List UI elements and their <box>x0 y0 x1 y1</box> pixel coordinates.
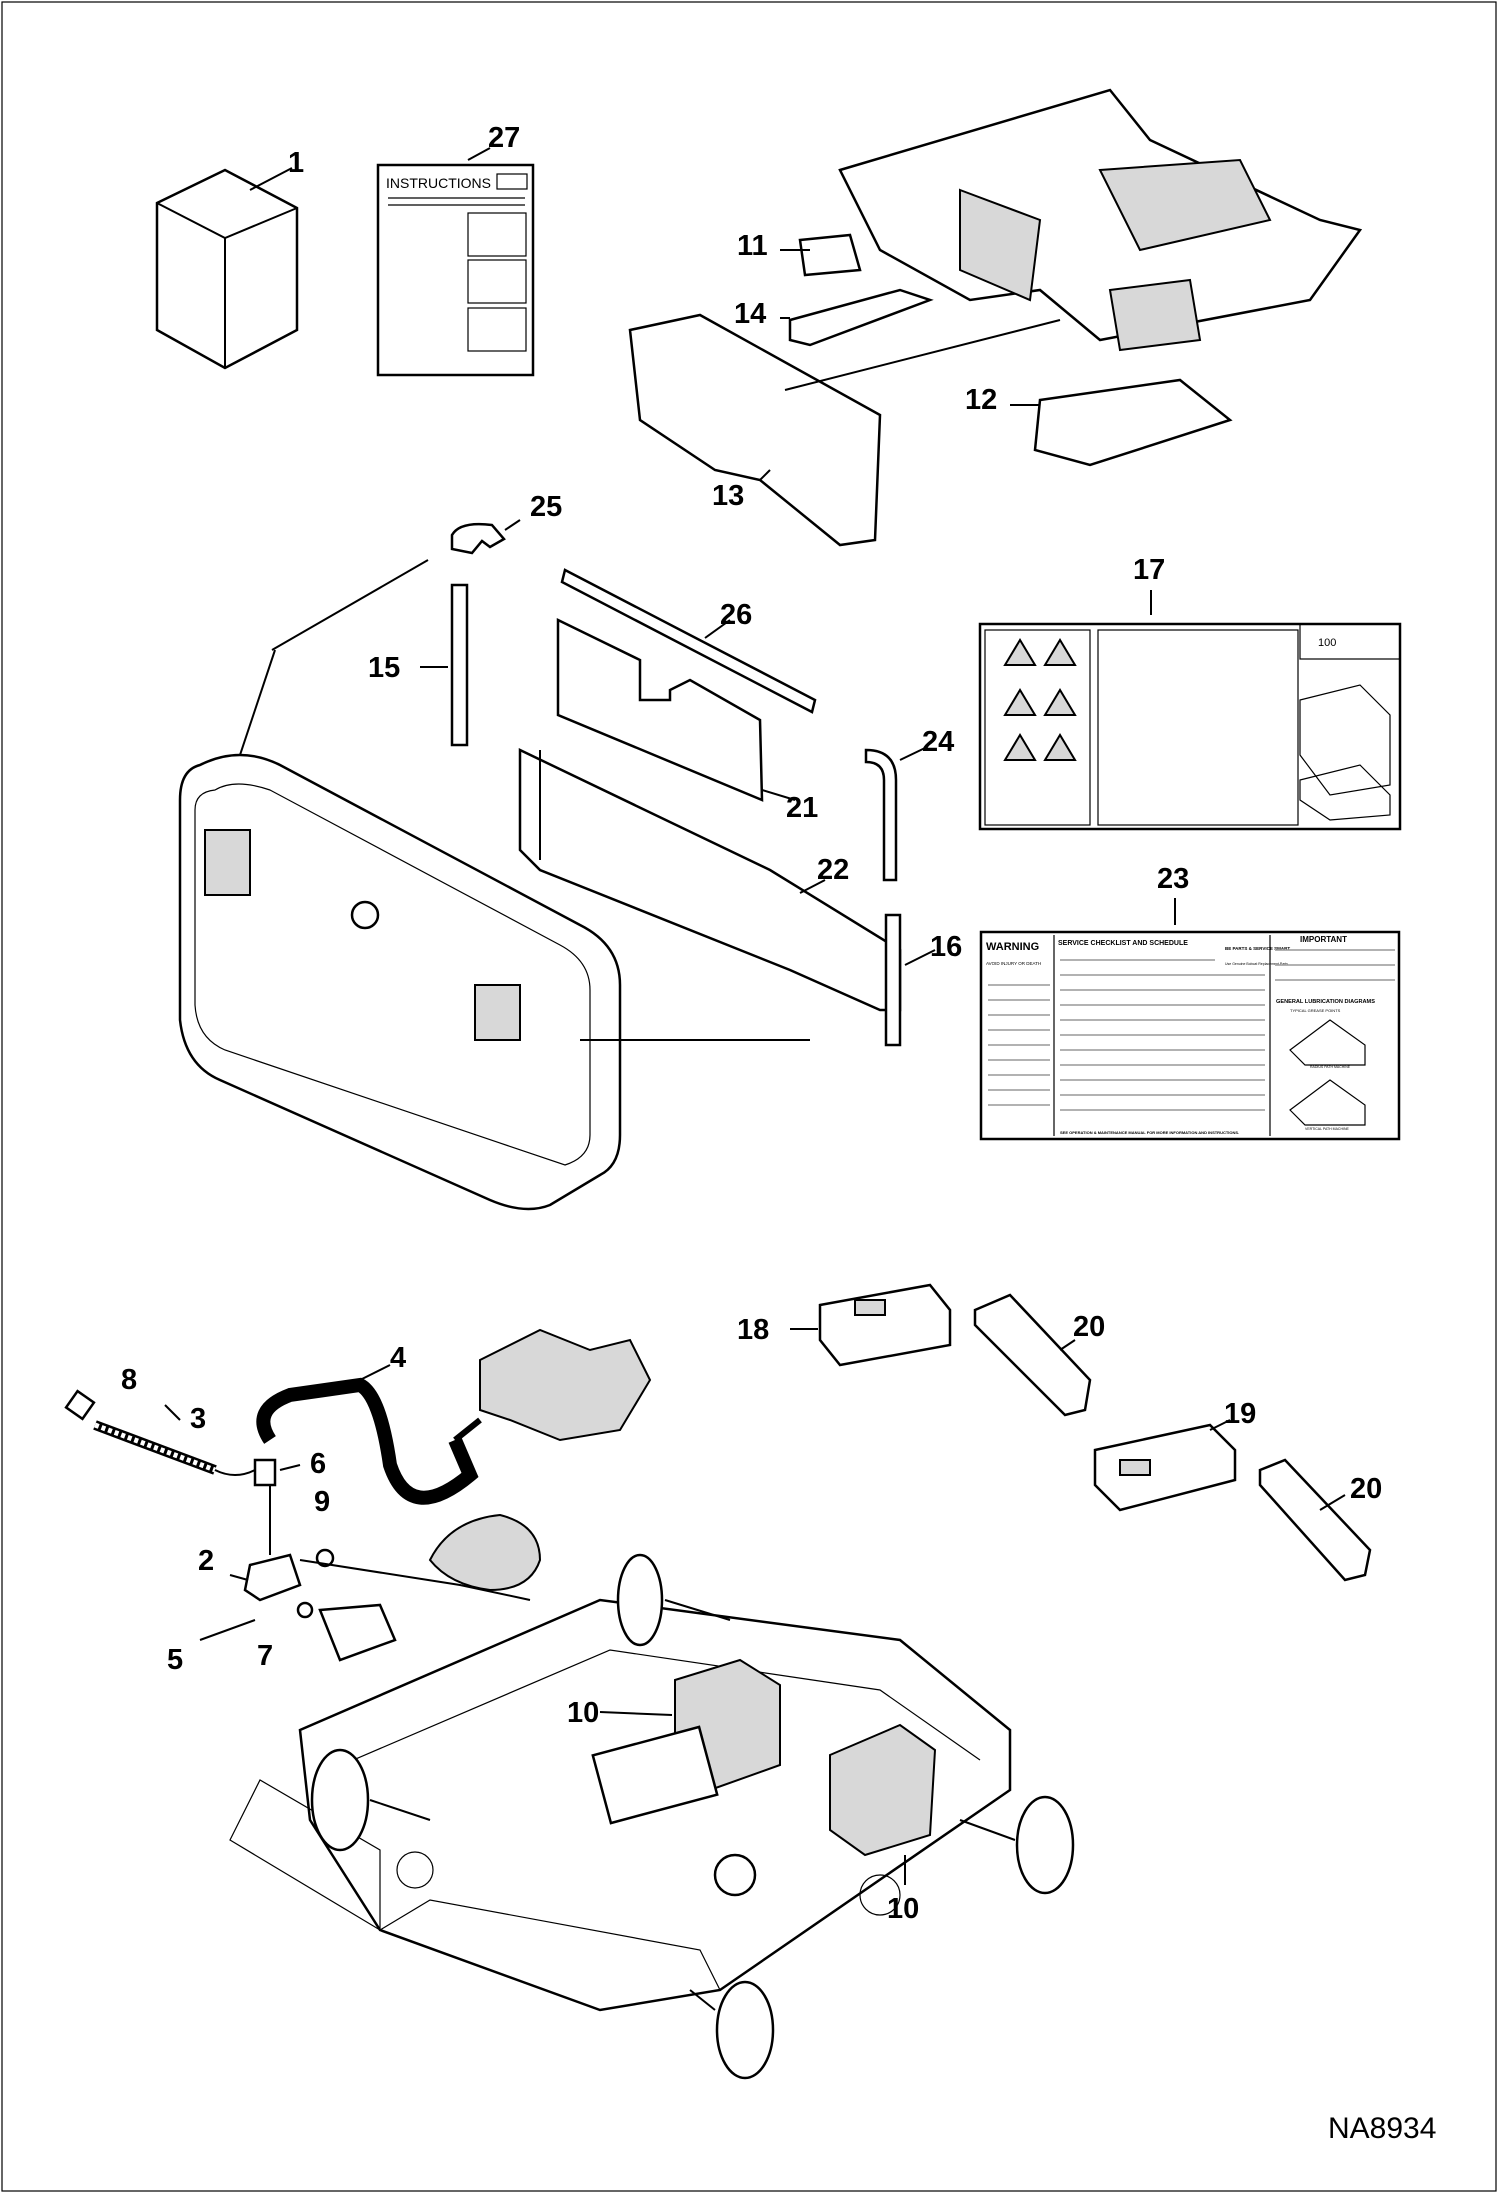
callout-5: 5 <box>167 1644 183 1676</box>
decal-footer: SEE OPERATION & MAINTENANCE MANUAL FOR M… <box>1060 1130 1239 1135</box>
callout-12: 12 <box>965 384 997 416</box>
callout-15: 15 <box>368 652 400 684</box>
part-11 <box>798 233 862 277</box>
decal-17-value: 100 <box>1318 637 1336 649</box>
decal-lube: GENERAL LUBRICATION DIAGRAMS <box>1276 999 1375 1005</box>
callout-21: 21 <box>786 792 818 824</box>
callout-19: 19 <box>1224 1398 1256 1430</box>
rear-panel-assembly <box>178 559 810 1211</box>
callout-23: 23 <box>1157 863 1189 895</box>
part-12 <box>1033 378 1233 467</box>
chassis-frame <box>229 1553 1075 2080</box>
part-17-decal: 100 <box>978 590 1402 831</box>
decal-checklist: SERVICE CHECKLIST AND SCHEDULE <box>1058 940 1188 947</box>
decal-important: IMPORTANT <box>1300 935 1347 944</box>
decal-warning: WARNING <box>986 941 1039 953</box>
diagram-code: NA8934 <box>1328 2112 1436 2145</box>
decal-vertical: VERTICAL PATH MACHINE <box>1305 1127 1349 1131</box>
callout-16: 16 <box>930 931 962 963</box>
callout-4: 4 <box>390 1342 406 1374</box>
part-13 <box>628 313 882 547</box>
callout-17: 17 <box>1133 554 1165 586</box>
callout-20: 20 <box>1073 1311 1105 1343</box>
operator-seat-assembly <box>628 88 1363 547</box>
part-27-instructions-sheet: INSTRUCTIONS <box>376 147 535 377</box>
callout-6: 6 <box>310 1448 326 1480</box>
part-24 <box>864 748 898 882</box>
callout-3: 3 <box>190 1403 206 1435</box>
decal-radius: RADIUS PATH MACHINE <box>1310 1065 1351 1069</box>
hydraulic-hose-assembly <box>64 1328 652 1662</box>
decal-brand: BE PARTS & SERVICE SMART <box>1225 946 1290 951</box>
callout-14: 14 <box>734 298 766 330</box>
part-21 <box>556 617 764 802</box>
decal-lube-sub: TYPICAL GREASE POINTS <box>1290 1008 1341 1013</box>
callout-8: 8 <box>121 1364 137 1396</box>
callout-1: 1 <box>288 147 304 179</box>
callout-9: 9 <box>314 1486 330 1518</box>
part-1-box <box>155 167 299 370</box>
callout-26: 26 <box>720 599 752 631</box>
callout-20: 20 <box>1350 1473 1382 1505</box>
callout-27: 27 <box>488 122 520 154</box>
callout-10: 10 <box>887 1893 919 1925</box>
part-23-decal: WARNING AVOID INJURY OR DEATH SERVICE CH… <box>979 898 1401 1141</box>
instructions-title: INSTRUCTIONS <box>386 175 491 191</box>
part-15 <box>450 583 469 747</box>
part-26 <box>560 568 817 714</box>
callout-25: 25 <box>530 491 562 523</box>
callout-24: 24 <box>922 726 954 758</box>
callout-22: 22 <box>817 854 849 886</box>
callout-13: 13 <box>712 480 744 512</box>
counterweight-blocks <box>790 1283 1372 1582</box>
part-25 <box>450 522 506 555</box>
part-22 <box>518 748 902 1012</box>
callout-2: 2 <box>198 1545 214 1577</box>
callout-10: 10 <box>567 1697 599 1729</box>
callout-11: 11 <box>737 230 768 262</box>
callout-7: 7 <box>257 1640 273 1672</box>
callout-labels: 1 27 11 14 12 13 25 17 26 15 24 21 22 23… <box>121 122 1382 1925</box>
decal-brand-sub: Use Genuine Bobcat Replacement Parts <box>1225 962 1288 966</box>
decal-warning-sub: AVOID INJURY OR DEATH <box>986 961 1041 966</box>
callout-18: 18 <box>737 1314 769 1346</box>
part-14 <box>788 288 934 347</box>
part-16 <box>884 913 902 1047</box>
